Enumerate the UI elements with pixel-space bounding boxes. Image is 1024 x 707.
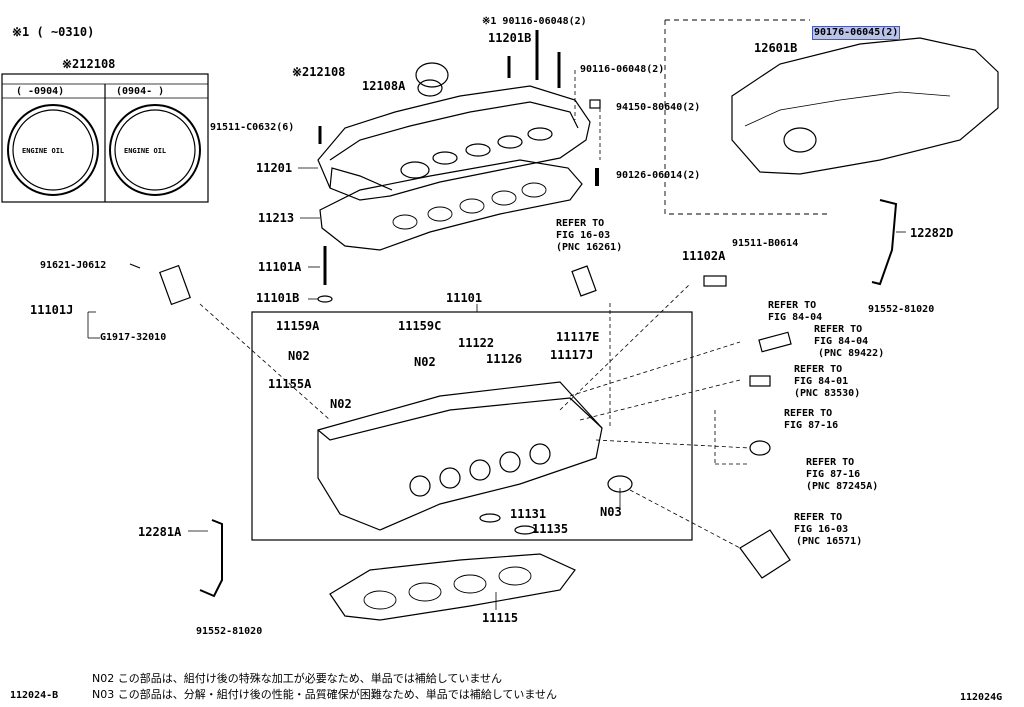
refer-fig-84-01-line3: (PNC 83530) <box>794 388 861 399</box>
part-12108a[interactable]: 12108A <box>362 79 406 93</box>
part-11159a[interactable]: 11159A <box>276 319 320 333</box>
footer-note-n02: N02 この部品は、組付け後の特殊な加工が必要なため、単品では補給していません <box>92 672 503 685</box>
part-12281a[interactable]: 12281A <box>138 525 182 539</box>
refer-fig-16-03-a-line1[interactable]: REFER TO <box>556 218 605 229</box>
oil-cap-text-left: ENGINE OIL <box>22 147 65 155</box>
part-12601b[interactable]: 12601B <box>754 41 798 55</box>
footer-code-left: 112024-B <box>10 690 59 701</box>
inset-part-number[interactable]: ※212108 <box>62 57 116 71</box>
part-91621-j0612[interactable]: 91621-J0612 <box>40 260 107 271</box>
pipe-drawing <box>739 529 791 579</box>
refer-fig-87-16-a-line1[interactable]: REFER TO <box>784 408 833 419</box>
part-11117j[interactable]: 11117J <box>550 348 594 362</box>
refer-fig-87-16-b-line1[interactable]: REFER TO <box>806 457 855 468</box>
refer-fig-84-01-line2[interactable]: FIG 84-01 <box>794 376 849 387</box>
refer-fig-84-04-b-line1[interactable]: REFER TO <box>814 324 863 335</box>
vvt-solenoid-drawing <box>129 263 191 306</box>
part-91511-b0614[interactable]: 91511-B0614 <box>732 238 799 249</box>
oil-cap-left-icon <box>7 104 99 196</box>
part-90176-06045-highlighted[interactable]: 90176-06045(2) <box>811 26 901 40</box>
refer-fig-84-04-b-line2[interactable]: FIG 84-04 <box>814 336 869 347</box>
engine-cover-drawing <box>731 37 999 175</box>
refer-fig-87-16-b-line3: (PNC 87245A) <box>806 481 879 492</box>
part-11101b[interactable]: 11101B <box>256 291 300 305</box>
part-94150-80640[interactable]: 94150-80640(2) <box>616 102 701 113</box>
head-gasket-drawing <box>329 553 576 621</box>
part-90116-06048-top[interactable]: ※1 90116-06048(2) <box>482 16 587 27</box>
refer-fig-84-04-b-line3: (PNC 89422) <box>818 348 885 359</box>
valve-cover-gasket-drawing <box>319 159 583 251</box>
header-mark-note: ※1 ( ~0310) <box>12 25 95 39</box>
n02-label-a[interactable]: N02 <box>288 349 310 363</box>
cylinder-head-drawing <box>317 381 603 531</box>
footer-code-right: 112024G <box>960 692 1003 703</box>
refer-fig-84-04-a-line2[interactable]: FIG 84-04 <box>768 312 823 323</box>
part-11115[interactable]: 11115 <box>482 611 519 625</box>
part-11102a[interactable]: 11102A <box>682 249 726 263</box>
refer-fig-87-16-b-line2[interactable]: FIG 87-16 <box>806 469 861 480</box>
part-11117e[interactable]: 11117E <box>556 330 600 344</box>
part-11126[interactable]: 11126 <box>486 352 523 366</box>
part-11101j[interactable]: 11101J <box>30 303 74 317</box>
engine-hanger-right <box>871 199 898 286</box>
refer-fig-16-03-a-line3: (PNC 16261) <box>556 242 623 253</box>
n02-label-c[interactable]: N02 <box>330 397 352 411</box>
n03-label[interactable]: N03 <box>600 505 622 519</box>
part-91552-81020-right[interactable]: 91552-81020 <box>868 304 935 315</box>
part-12282d[interactable]: 12282D <box>910 226 954 240</box>
oil-cap-text-right: ENGINE OIL <box>124 147 167 155</box>
leader-lines <box>87 167 906 610</box>
oil-cap-right-icon <box>109 104 201 196</box>
part-11101a[interactable]: 11101A <box>258 260 302 274</box>
part-g1917-32010[interactable]: G1917-32010 <box>100 332 167 343</box>
part-212108[interactable]: ※212108 <box>292 65 346 79</box>
refer-fig-84-01-line1[interactable]: REFER TO <box>794 364 843 375</box>
refer-fig-16-03-a-line2[interactable]: FIG 16-03 <box>556 230 611 241</box>
part-11201[interactable]: 11201 <box>256 161 293 175</box>
stud-bolts <box>317 30 601 303</box>
refer-fig-16-03-b-line2[interactable]: FIG 16-03 <box>794 524 849 535</box>
refer-fig-16-03-b-line3: (PNC 16571) <box>796 536 863 547</box>
part-11122[interactable]: 11122 <box>458 336 495 350</box>
dashed-leaders <box>199 70 751 549</box>
part-11201b[interactable]: 11201B <box>488 31 532 45</box>
part-90126-06014[interactable]: 90126-06014(2) <box>616 170 701 181</box>
part-11155a[interactable]: 11155A <box>268 377 312 391</box>
footer-note-n03: N03 この部品は、分解・組付け後の性能・品質確保が困難なため、単品では補給して… <box>92 688 558 701</box>
part-11131[interactable]: 11131 <box>510 507 547 521</box>
inset-col-left: ( -0904) <box>16 86 65 97</box>
oil-filler-cap-drawing <box>415 62 449 97</box>
engine-hanger-left <box>199 519 223 598</box>
refer-fig-87-16-a-line2[interactable]: FIG 87-16 <box>784 420 839 431</box>
refer-fig-84-04-a-line1[interactable]: REFER TO <box>768 300 817 311</box>
part-11213[interactable]: 11213 <box>258 211 295 225</box>
cylinder-head-frame <box>251 311 693 541</box>
refer-fig-16-03-b-line1[interactable]: REFER TO <box>794 512 843 523</box>
inset-col-right: (0904- ) <box>116 86 165 97</box>
valve-cover-drawing <box>317 85 591 201</box>
part-91552-81020-left[interactable]: 91552-81020 <box>196 626 263 637</box>
part-91511-c0632[interactable]: 91511-C0632(6) <box>210 122 295 133</box>
part-11159c[interactable]: 11159C <box>398 319 442 333</box>
part-11101[interactable]: 11101 <box>446 291 483 305</box>
part-11135[interactable]: 11135 <box>532 522 569 536</box>
n02-label-b[interactable]: N02 <box>414 355 436 369</box>
part-90116-06048-side[interactable]: 90116-06048(2) <box>580 64 665 75</box>
